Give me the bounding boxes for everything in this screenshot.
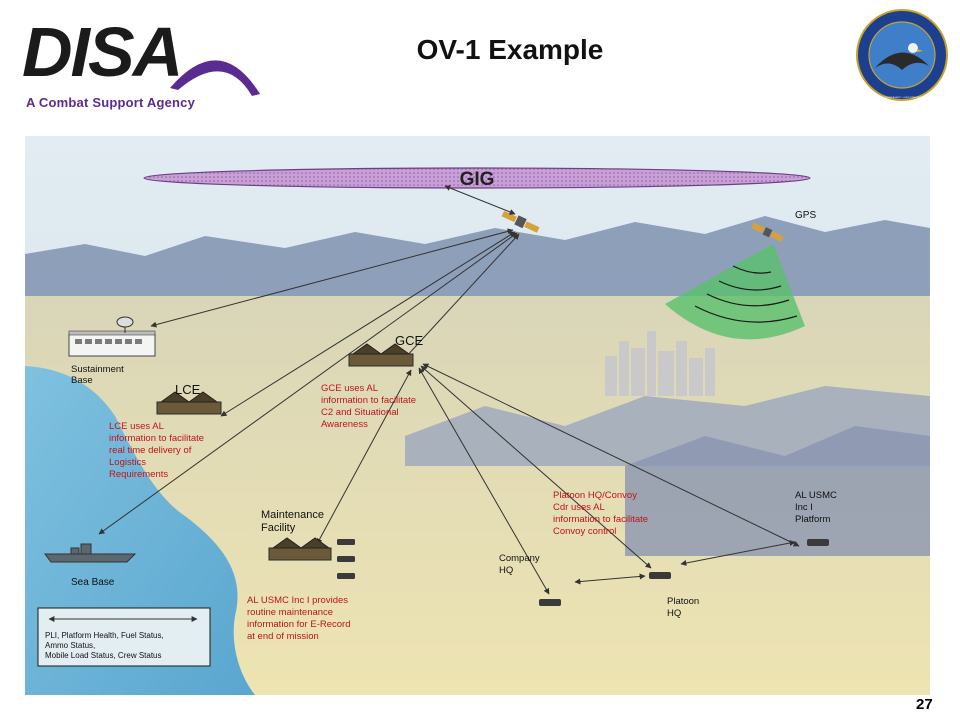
- gce-annotation: GCE uses AL information to facilitate C2…: [321, 383, 419, 430]
- gce-label: GCE: [395, 333, 424, 348]
- link-arrows: [98, 185, 800, 595]
- lce-annotation: LCE uses AL information to facilitate re…: [109, 421, 207, 480]
- sea-base-label: Sea Base: [71, 577, 115, 588]
- ov1-diagram: GIG GPS: [25, 136, 930, 695]
- disa-logo-wordmark: DISA: [22, 13, 181, 91]
- logo-tagline: A Combat Support Agency: [26, 95, 196, 110]
- lce-label: LCE: [175, 382, 201, 397]
- gps-cone: [665, 244, 805, 340]
- maintenance-facility-icon: [268, 537, 355, 579]
- gps-satellite-icon: [751, 222, 784, 242]
- al-usmc-platform-vehicle-icon: [807, 539, 829, 546]
- seal-eagle-beak: [917, 49, 923, 52]
- gce-icon: [348, 343, 414, 367]
- company-hq-vehicle-icon: [539, 599, 561, 606]
- gps-signal-arcs: [694, 265, 798, 323]
- platoon-hq-vehicle-icon: [649, 572, 671, 579]
- sustainment-base-icon: [68, 316, 156, 357]
- gps-label: GPS: [795, 210, 816, 221]
- disa-logo: DISA: [22, 13, 260, 96]
- slide-title: OV-1 Example: [416, 34, 604, 65]
- jitc-seal: DEFENSE INFORMATION SYSTEMS AGENCY • JOI…: [856, 9, 948, 101]
- seal-text: DEFENSE INFORMATION SYSTEMS AGENCY • JOI…: [859, 96, 946, 99]
- page-number: 27: [916, 696, 933, 713]
- sea-base-ship-icon: [44, 543, 137, 563]
- disa-logo-swoosh: [170, 60, 260, 96]
- lce-icon: [156, 391, 222, 415]
- gig-label: GIG: [460, 169, 495, 190]
- maintenance-annotation: AL USMC Inc I provides routine maintenan…: [247, 595, 353, 642]
- legend-text: PLI, Platform Health, Fuel Status, Ammo …: [45, 631, 166, 660]
- platoon-annotation: Platoon HQ/Convoy Cdr uses AL informatio…: [553, 490, 651, 537]
